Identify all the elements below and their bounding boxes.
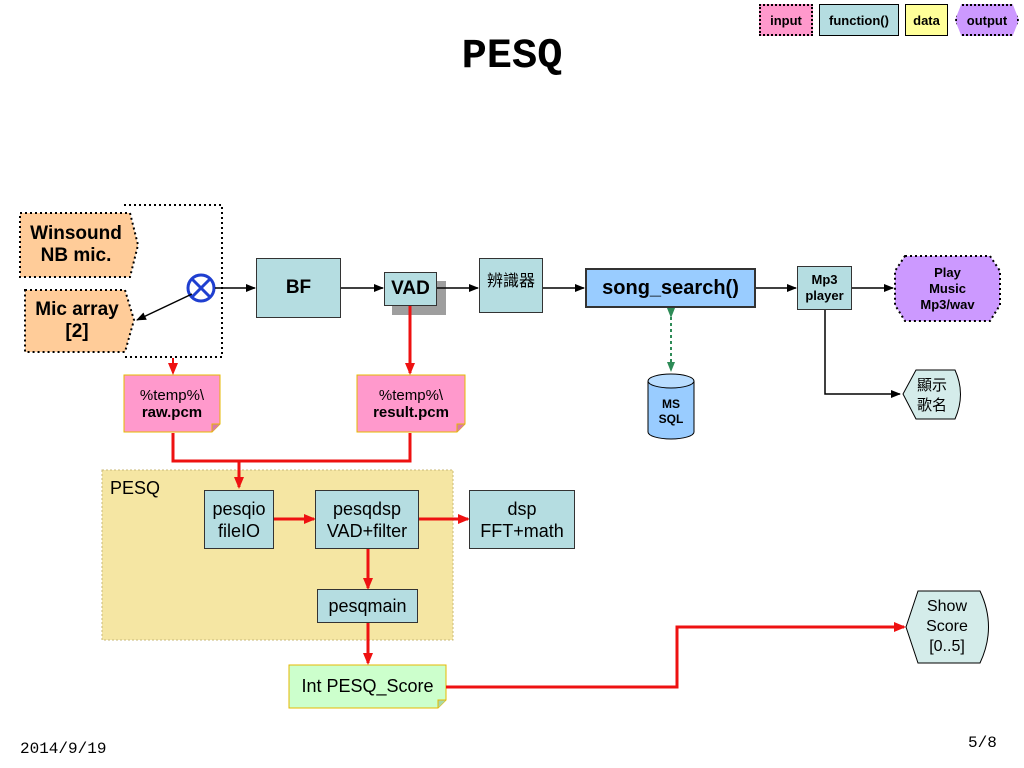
- raw-pcm-data: %temp%\ raw.pcm: [124, 375, 220, 432]
- pesq-group-label: PESQ: [110, 478, 161, 498]
- raw-pcm-filename: raw.pcm: [141, 403, 203, 421]
- legend-function: function(): [819, 4, 899, 36]
- result-pcm-filename: result.pcm: [373, 403, 449, 421]
- ms-sql-label: MS SQL: [658, 397, 684, 426]
- play-music-shape: [894, 255, 1001, 322]
- footer-date: 2014/9/19: [20, 740, 107, 758]
- play-music-output: Play Music Mp3/wav: [920, 264, 975, 312]
- pesqdsp-box: pesqdsp VAD+filter: [315, 490, 419, 549]
- page-number: 5/8: [968, 734, 997, 752]
- dsp-box: dsp FFT+math: [469, 490, 575, 549]
- winsound-shape: [19, 212, 140, 278]
- result-pcm-note: [356, 374, 466, 433]
- legend-input: input: [759, 4, 813, 36]
- mic-array-shape: [24, 289, 136, 353]
- ms-sql-cylinder: [647, 373, 695, 440]
- mp3-player-box: Mp3 player: [797, 266, 852, 310]
- pesqmain-box: pesqmain: [317, 589, 418, 623]
- show-song-name-shape: [902, 369, 961, 420]
- raw-pcm-note: [123, 374, 221, 433]
- vad-box: VAD: [384, 272, 437, 306]
- recognizer-box: 辨識器: [479, 258, 543, 313]
- legend-output: output: [955, 4, 1019, 36]
- page-title: PESQ: [461, 32, 563, 80]
- score-note: [288, 664, 447, 709]
- mic-array-input: Mic array [2]: [35, 299, 119, 342]
- song-search-box: song_search(): [585, 268, 756, 308]
- raw-pcm-path: %temp%\: [139, 386, 205, 404]
- show-score-shape: [905, 590, 989, 664]
- legend-data: data: [905, 4, 948, 36]
- pesq-score-data: Int PESQ_Score: [301, 676, 434, 696]
- show-score-output: Show Score [0..5]: [926, 598, 968, 655]
- show-song-name-output: 顯示 歌名: [916, 375, 947, 414]
- mixer-icon: [186, 273, 216, 303]
- result-pcm-data: %temp%\ result.pcm: [357, 375, 465, 432]
- result-pcm-path: %temp%\: [378, 386, 444, 404]
- winsound-input: Winsound NB mic.: [30, 223, 122, 266]
- bf-box: BF: [256, 258, 341, 318]
- pesqio-box: pesqio fileIO: [204, 490, 274, 549]
